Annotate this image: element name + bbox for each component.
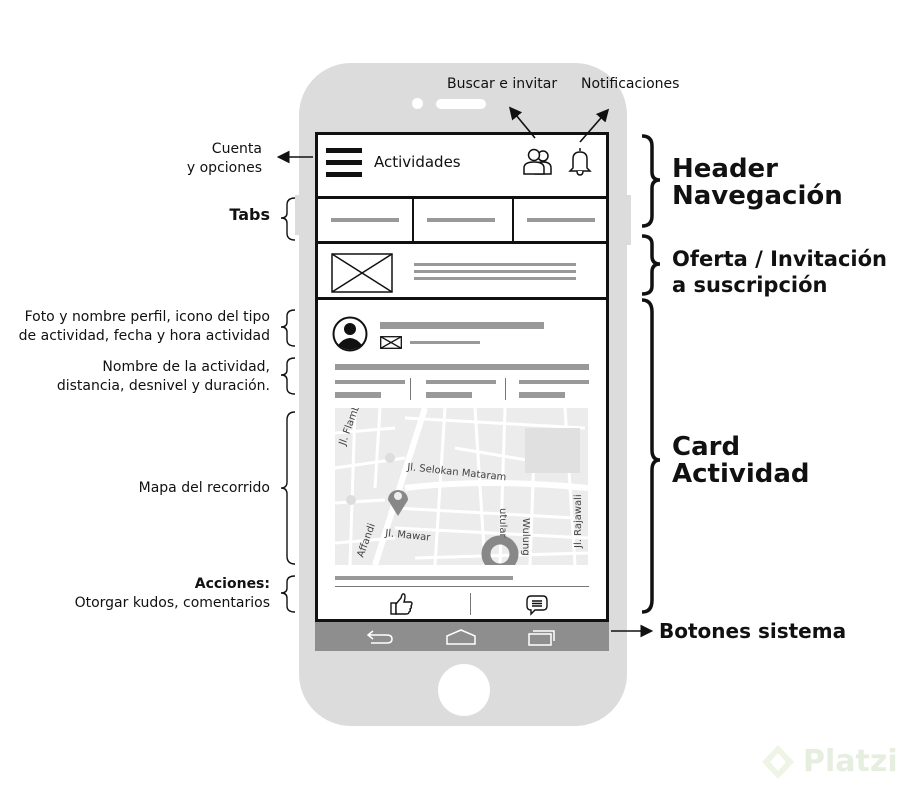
system-nav-bar <box>315 622 609 651</box>
thumbs-up-icon[interactable] <box>390 592 414 616</box>
map-street-label: utular <box>497 508 508 539</box>
annotation-card: Card Actividad <box>672 432 810 489</box>
map-street-label: Wulung <box>520 518 531 556</box>
annotation-offer: Oferta / Invitación a suscripción <box>672 247 887 297</box>
camera <box>412 98 423 109</box>
platzi-logo-icon <box>762 745 794 779</box>
tabs <box>318 199 606 244</box>
side-button <box>627 195 631 245</box>
home-hardware-button[interactable] <box>438 664 490 716</box>
tab[interactable] <box>514 199 609 241</box>
map-pin-icon <box>388 490 408 516</box>
watermark: Platzi <box>803 744 898 779</box>
speaker <box>436 99 486 109</box>
home-icon[interactable] <box>445 628 477 646</box>
comment-icon[interactable] <box>526 594 548 616</box>
route-map[interactable]: Jl. Flamb Jl. Selokan Mataram Jl. Mawar … <box>335 408 588 565</box>
people-icon[interactable] <box>522 147 554 177</box>
phone-screen: Actividades <box>315 132 609 622</box>
map-street-label: Jl. Mawar <box>384 528 432 544</box>
annotation-profile: Foto y nombre perfil, icono del tipo de … <box>18 309 270 344</box>
hamburger-icon[interactable] <box>326 148 362 178</box>
annotation-account: Cuenta y opciones <box>186 141 262 176</box>
image-placeholder-icon <box>331 253 393 293</box>
annotation-activity: Nombre de la actividad, distancia, desni… <box>56 359 270 394</box>
side-button <box>295 195 299 235</box>
offer-banner[interactable] <box>318 244 606 300</box>
back-icon[interactable] <box>365 628 395 646</box>
annotation-tabs: Tabs <box>229 205 270 224</box>
app-header: Actividades <box>318 135 606 199</box>
user-avatar-icon <box>332 316 368 352</box>
envelope-icon <box>380 336 402 349</box>
bell-icon[interactable] <box>568 146 592 178</box>
annotation-search-invite: Buscar e invitar <box>447 76 558 92</box>
annotation-header: Header Navegación <box>672 154 843 211</box>
header-title: Actividades <box>374 153 461 171</box>
annotation-notifications: Notificaciones <box>581 76 680 92</box>
annotation-actions: Acciones: Otorgar kudos, comentarios <box>74 576 270 611</box>
recents-icon[interactable] <box>527 627 557 647</box>
annotation-system-buttons: Botones sistema <box>659 619 847 643</box>
tab[interactable] <box>318 199 414 241</box>
map-street-label: Jl. Rajawali <box>573 494 584 549</box>
annotation-map: Mapa del recorrido <box>138 480 270 496</box>
tab[interactable] <box>414 199 514 241</box>
activity-card[interactable]: Jl. Flamb Jl. Selokan Mataram Jl. Mawar … <box>318 300 606 622</box>
